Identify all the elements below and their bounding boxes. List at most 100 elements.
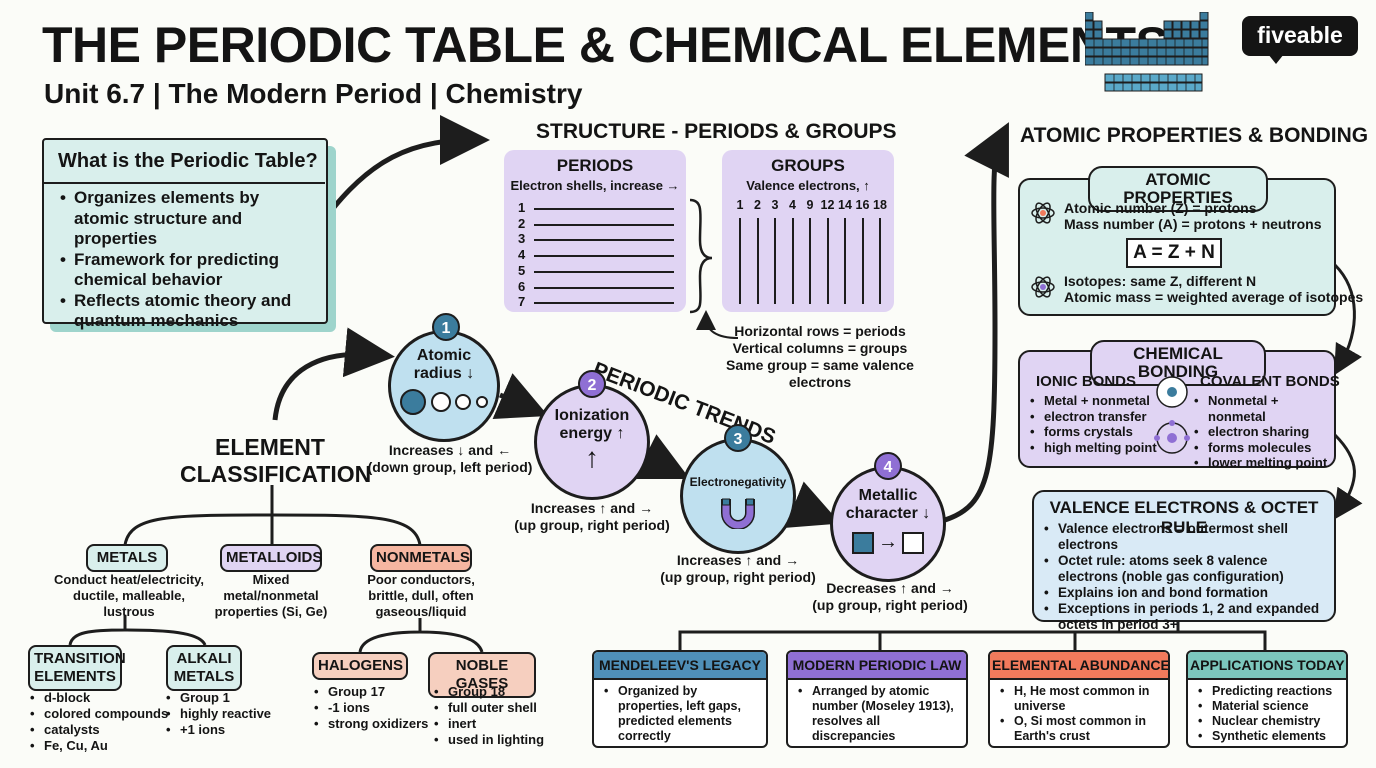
desc-line: ductile, malleable, [73, 588, 185, 603]
trend-label: radius ↓ [413, 365, 475, 382]
groups-title: GROUPS [771, 156, 845, 175]
group-line [809, 218, 811, 304]
list-item: forms crystals [1030, 424, 1160, 440]
desc-line: properties (Si, Ge) [214, 604, 328, 619]
atomic-props-text-2: Isotopes: same Z, different N Atomic mas… [1064, 273, 1363, 305]
right-arrow-icon: → [878, 531, 898, 553]
structure-notes: Horizontal rows = periods Vertical colum… [700, 323, 940, 391]
noble-list: Group 18 full outer shell inert used in … [434, 684, 554, 748]
tag-line: TRANSITION [34, 650, 126, 667]
info-card-title: APPLICATIONS TODAY [1188, 652, 1346, 680]
trend-number: 2 [578, 370, 606, 398]
list-item: electron transfer [1030, 409, 1160, 425]
tag-line: ELEMENTS [34, 668, 116, 685]
group-number: 16 [855, 198, 870, 212]
period-number: 4 [518, 247, 526, 263]
trend-note: Decreases ↑ and → (up group, right perio… [800, 580, 980, 614]
list-item: used in lighting [434, 732, 554, 748]
structure-heading: STRUCTURE - PERIODS & GROUPS [536, 120, 897, 143]
info-card-list: H, He most common in universeO, Si most … [1000, 684, 1160, 744]
info-card: MODERN PERIODIC LAW Arranged by atomic nu… [786, 650, 968, 748]
list-item: Group 18 [434, 684, 554, 700]
trend-atomic-radius: Atomic radius ↓ [388, 330, 500, 442]
period-row: 7 [518, 294, 678, 309]
classification-heading-line: ELEMENT [215, 434, 325, 460]
group-line [879, 218, 881, 304]
trend-note: Increases ↑ and → (up group, right perio… [502, 500, 682, 534]
desc-line: gaseous/liquid [375, 604, 467, 619]
group-line [791, 218, 794, 304]
trend-electronegativity: Electronegativity [680, 438, 796, 554]
bond-icons [1154, 376, 1190, 454]
ionic-title: IONIC BONDS [1036, 373, 1137, 390]
desc-line: brittle, dull, often [368, 588, 474, 603]
desc-line: Poor conductors, [367, 572, 475, 587]
trend-note-line: Increases ↑ and → [530, 500, 654, 516]
metalloids-tag: METALLOIDS [220, 544, 322, 572]
logo-tail [1268, 54, 1284, 64]
list-item: Organized by properties, left gaps, pred… [604, 684, 758, 744]
periods-title: PERIODS [556, 156, 634, 175]
info-card: MENDELEEV'S LEGACY Organized by propertie… [592, 650, 768, 748]
group-number: 14 [838, 198, 852, 212]
trend-note-line: (up group, right period) [660, 569, 816, 585]
list-item: forms molecules [1194, 440, 1334, 456]
atomic-heading: ATOMIC PROPERTIES & BONDING [1020, 124, 1369, 147]
trend-note-line: Decreases ↑ and → [826, 580, 954, 596]
period-line [534, 302, 674, 305]
list-item: -1 ions [314, 700, 434, 716]
group-number: 12 [820, 198, 835, 212]
intro-divider [44, 182, 325, 184]
transition-elements-tag: TRANSITION ELEMENTS [28, 645, 126, 691]
list-item: catalysts [30, 722, 170, 738]
metals-desc: Conduct heat/electricity, ductile, malle… [50, 572, 208, 620]
atom-size-icon [391, 389, 497, 415]
list-item: Metal + nonmetal [1030, 393, 1160, 409]
trend-label: Atomic [416, 347, 472, 364]
classification-heading-line: CLASSIFICATION [180, 461, 372, 487]
intro-item: Framework for predicting chemical behavi… [60, 250, 310, 291]
group-number: 2 [754, 198, 761, 212]
period-row: 3 [518, 231, 678, 246]
list-item: Group 1 [166, 690, 286, 706]
info-card-title: ELEMENTAL ABUNDANCE [990, 652, 1168, 680]
info-card-title: MODERN PERIODIC LAW [788, 652, 966, 680]
period-line [534, 239, 674, 242]
trend-ionization-energy: Ionization energy ↑ ↑ [534, 384, 650, 500]
group-number: 9 [806, 198, 814, 212]
period-row: 4 [518, 247, 678, 262]
list-item: H, He most common in universe [1000, 684, 1160, 714]
up-arrow-icon: ↑ [585, 442, 599, 473]
page-subtitle: Unit 6.7 | The Modern Period | Chemistry [44, 78, 583, 109]
structure-note: Same group = same valence electrons [726, 357, 914, 390]
list-item: Octet rule: atoms seek 8 valence electro… [1044, 553, 1330, 585]
list-item: Synthetic elements [1198, 729, 1338, 744]
list-item: Nonmetal + nonmetal [1194, 393, 1334, 424]
valence-list: Valence electrons = outermost shell elec… [1044, 521, 1330, 633]
group-line [861, 218, 864, 304]
list-item: strong oxidizers [314, 716, 434, 732]
fiveable-logo: fiveable [1242, 16, 1358, 56]
list-item: Nuclear chemistry [1198, 714, 1338, 729]
groups-sub: Valence electrons, ↑ [746, 178, 870, 193]
info-card-list: Arranged by atomic number (Moseley 1913)… [798, 684, 958, 744]
list-item: highly reactive [166, 706, 286, 722]
alkali-metals-tag: ALKALI METALS [166, 645, 242, 691]
metal-to-nonmetal-icon: → [833, 531, 943, 554]
trend-label: character ↓ [845, 505, 931, 522]
list-item: lower melting point [1194, 455, 1334, 471]
trend-note-line: Increases ↑ and → [676, 552, 800, 568]
trend-label: Metallic [858, 487, 918, 504]
nonmetals-tag: NONMETALS [370, 544, 472, 572]
logo-text: fiveable [1257, 22, 1343, 48]
metalloids-desc: Mixed metal/nonmetal properties (Si, Ge) [196, 572, 346, 620]
info-card-title: MENDELEEV'S LEGACY [594, 652, 766, 680]
list-item: Exceptions in periods 1, 2 and expanded … [1044, 601, 1330, 633]
list-item: O, Si most common in Earth's crust [1000, 714, 1160, 744]
list-item: d-block [30, 690, 170, 706]
tag-line: ALKALI [176, 650, 232, 667]
info-card: ELEMENTAL ABUNDANCE H, He most common in … [988, 650, 1170, 748]
trend-note: Increases ↓ and ← (down group, left peri… [360, 442, 540, 476]
